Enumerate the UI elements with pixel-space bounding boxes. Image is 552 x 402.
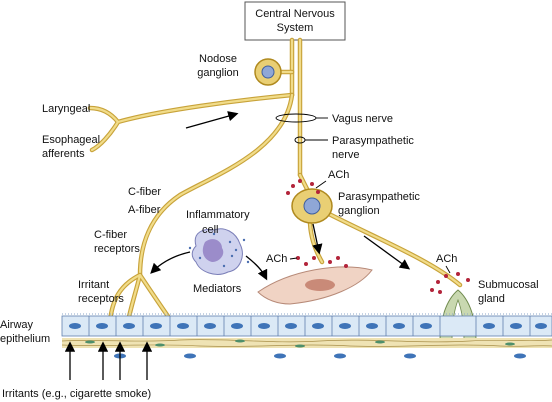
parasympathetic-ganglion-label-line1: Parasympathetic — [338, 191, 420, 203]
nodose-label-line1: Nodose — [199, 53, 237, 65]
signal-arrows — [64, 111, 411, 380]
a-fiber-label: A-fiber — [128, 204, 161, 216]
cns-box: Central Nervous System — [244, 1, 346, 41]
irritant-receptors-label-line2: receptors — [78, 293, 124, 305]
ach-label-ganglion: ACh — [328, 169, 349, 181]
inflammatory-cell — [188, 228, 250, 275]
esophageal-label-line1: Esophageal — [42, 134, 100, 146]
vagus-nerve-ring — [275, 113, 328, 123]
ach-dots-muscle — [296, 256, 348, 268]
c-fiber-receptors-label-line2: receptors — [94, 243, 140, 255]
smooth-muscle-cell — [257, 266, 373, 305]
laryngeal-label: Laryngeal — [42, 103, 90, 115]
parasympathetic-nerve-ring — [294, 136, 328, 144]
mediators-label: Mediators — [193, 283, 242, 295]
c-fiber-receptors-label-line1: C-fiber — [94, 229, 127, 241]
nodose-ganglion — [254, 58, 282, 86]
inflammatory-cell-label-line1: Inflammatory — [186, 209, 250, 221]
cns-label-line2: System — [277, 22, 314, 34]
parasympathetic-ganglion — [291, 188, 333, 224]
ach-dots-gland — [430, 272, 470, 294]
cns-label-line1: Central Nervous — [255, 8, 335, 20]
airway-epithelium — [61, 313, 552, 359]
nerve-fibers — [87, 37, 463, 325]
esophageal-label-line2: afferents — [42, 148, 85, 160]
c-fiber-label: C-fiber — [128, 186, 161, 198]
nodose-label-line2: ganglion — [197, 67, 239, 79]
inflammatory-cell-label-line2: cell — [202, 224, 219, 236]
vagus-nerve-label: Vagus nerve — [332, 113, 393, 125]
airway-epithelium-label-line2: epithelium — [0, 333, 50, 345]
airway-epithelium-label-line1: Airway — [0, 319, 34, 331]
submucosal-gland-label-line2: gland — [478, 293, 505, 305]
ach-label-gland: ACh — [436, 253, 457, 265]
ach-dots-ganglion — [286, 179, 320, 195]
irritant-receptors-label-line1: Irritant — [78, 279, 109, 291]
submucosal-gland-label-line1: Submucosal — [478, 279, 539, 291]
ach-label-muscle: ACh — [266, 253, 287, 265]
parasympathetic-nerve-label-line1: Parasympathetic — [332, 135, 414, 147]
irritants-label: Irritants (e.g., cigarette smoke) — [2, 388, 151, 400]
parasympathetic-nerve-label-line2: nerve — [332, 149, 360, 161]
parasympathetic-ganglion-label-line2: ganglion — [338, 205, 380, 217]
